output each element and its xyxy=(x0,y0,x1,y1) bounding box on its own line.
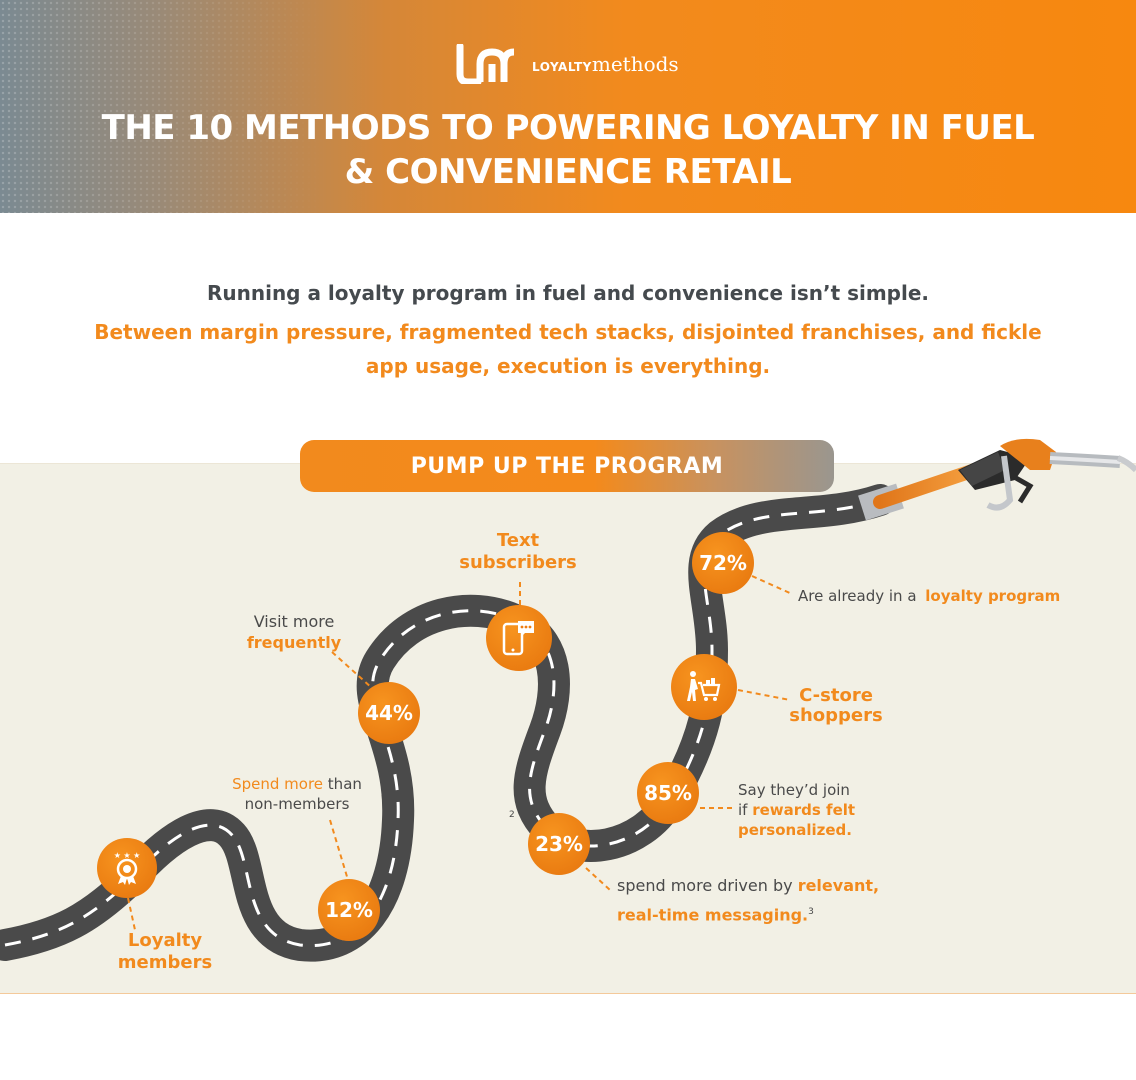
spend-more-circle: 12% xyxy=(318,879,380,941)
visit-more-circle: 44% xyxy=(358,682,420,744)
real-time-value: 23% xyxy=(535,832,583,856)
loyalty-program-circle: 72% xyxy=(692,532,754,594)
personalized-line-1: Say they’d join xyxy=(738,781,850,799)
personalized-value: 85% xyxy=(644,781,692,805)
visit-more-label: Visit more frequently xyxy=(234,611,354,653)
personalized-if: if xyxy=(738,801,753,819)
real-time-highlight-1: relevant, xyxy=(797,876,880,895)
title-line-1: THE 10 METHODS TO POWERING LOYALTY IN FU… xyxy=(101,108,1035,148)
cstore-line-2: shoppers xyxy=(789,705,883,726)
loyalty-members-label: Loyalty members xyxy=(100,930,230,974)
real-time-label: spend more driven by relevant, real-time… xyxy=(617,873,917,928)
text-subscribers-circle xyxy=(486,605,552,671)
phone-chat-icon xyxy=(502,621,534,656)
shopping-cart-icon xyxy=(687,671,721,701)
title-line-2: & CONVENIENCE RETAIL xyxy=(344,152,792,192)
brand-suffix: methods xyxy=(591,52,679,76)
cstore-line-1: C-store xyxy=(799,685,873,706)
loyalty-members-line-2: members xyxy=(117,952,213,973)
personalized-highlight-2: personalized. xyxy=(738,821,852,839)
brand-prefix: LOYALTY xyxy=(532,60,592,74)
leader-lines xyxy=(127,575,793,931)
spend-more-label: Spend more than non-members xyxy=(222,774,372,814)
spend-more-highlight: Spend more xyxy=(232,775,324,793)
page-title: THE 10 METHODS TO POWERING LOYALTY IN FU… xyxy=(0,106,1136,194)
cstore-label: C-store shoppers xyxy=(776,686,896,726)
award-ribbon-icon: ★ ★ ★ xyxy=(114,851,141,885)
intro-line-2: Between margin pressure, fragmented tech… xyxy=(94,320,1042,378)
visit-more-line-2: frequently xyxy=(246,633,342,652)
cstore-circle xyxy=(671,654,737,720)
loyalty-program-highlight: loyalty program xyxy=(925,587,1061,605)
personalized-label: Say they’d join if rewards felt personal… xyxy=(738,780,888,840)
loyalty-members-line-1: Loyalty xyxy=(127,930,203,951)
intro-line-1: Running a loyalty program in fuel and co… xyxy=(206,281,930,305)
loyalty-members-circle: ★ ★ ★ xyxy=(97,838,157,898)
fuel-hose xyxy=(873,463,982,509)
text-subscribers-label: Text subscribers xyxy=(448,530,588,574)
real-time-circle: 23% xyxy=(528,813,590,875)
real-time-highlight-2: real-time messaging. xyxy=(617,905,809,925)
real-time-plain: spend more driven by xyxy=(617,876,798,895)
dot-texture xyxy=(0,0,330,213)
spend-more-line-2: non-members xyxy=(244,795,350,813)
section-banner: PUMP UP THE PROGRAM xyxy=(300,440,834,492)
loyaltymethods-logo-icon xyxy=(456,44,515,84)
loyalty-program-label: Are already in a loyalty program xyxy=(798,586,1118,606)
loyalty-program-value: 72% xyxy=(699,551,747,575)
road-centerline xyxy=(4,498,881,948)
personalized-circle: 85% xyxy=(637,762,699,824)
visit-more-line-1: Visit more xyxy=(253,612,335,631)
loyalty-program-plain: Are already in a xyxy=(798,587,922,605)
personalized-highlight-1: rewards felt xyxy=(752,801,856,819)
spend-more-value: 12% xyxy=(325,898,373,922)
spend-more-rest: than xyxy=(323,775,362,793)
text-subscribers-line-1: Text xyxy=(496,530,540,551)
footnote-3: 3 xyxy=(808,907,814,917)
svg-text:★ ★ ★: ★ ★ ★ xyxy=(114,851,141,860)
infographic-panel xyxy=(0,463,1136,994)
text-subscribers-line-2: subscribers xyxy=(459,552,577,573)
fuel-nozzle-icon xyxy=(958,438,1136,511)
footnote-2: 2 xyxy=(509,810,515,820)
visit-more-value: 44% xyxy=(365,701,413,725)
